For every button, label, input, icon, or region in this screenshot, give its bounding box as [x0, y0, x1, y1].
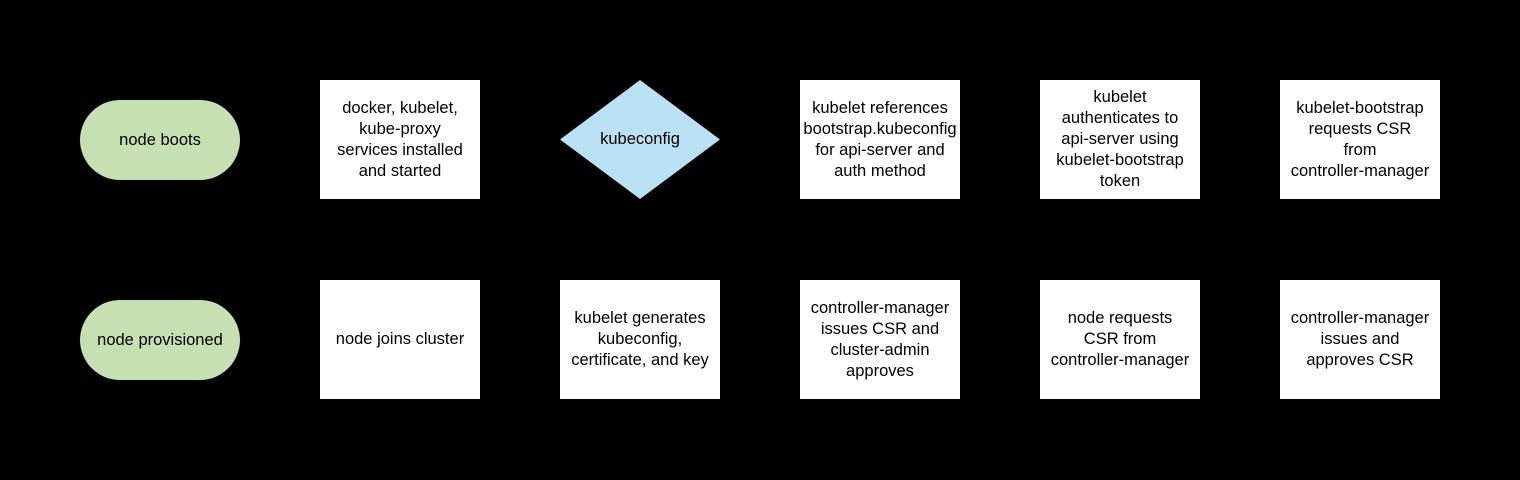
process-controller-manager-issues-csr: controller-manager issues CSR and cluste…	[800, 280, 960, 399]
process-node-joins-cluster: node joins cluster	[320, 280, 480, 399]
process-kubelet-generates-kubeconfig: kubelet generates kubeconfig, certificat…	[560, 280, 720, 399]
process-kubelet-authenticates: kubelet authenticates to api-server usin…	[1040, 80, 1200, 199]
decision-kubeconfig: kubeconfig	[560, 80, 720, 199]
process-kubelet-bootstrap-requests-csr: kubelet-bootstrap requests CSR from cont…	[1280, 80, 1440, 199]
process-services-installed: docker, kubelet, kube-proxy services ins…	[320, 80, 480, 199]
terminal-node-provisioned: node provisioned	[80, 300, 240, 380]
process-kubelet-references-bootstrap-kubeconfig: kubelet references bootstrap.kubeconfig …	[800, 80, 960, 199]
process-controller-manager-approves-csr: controller-manager issues and approves C…	[1280, 280, 1440, 399]
process-node-requests-csr: node requests CSR from controller-manage…	[1040, 280, 1200, 399]
terminal-node-boots: node boots	[80, 100, 240, 180]
